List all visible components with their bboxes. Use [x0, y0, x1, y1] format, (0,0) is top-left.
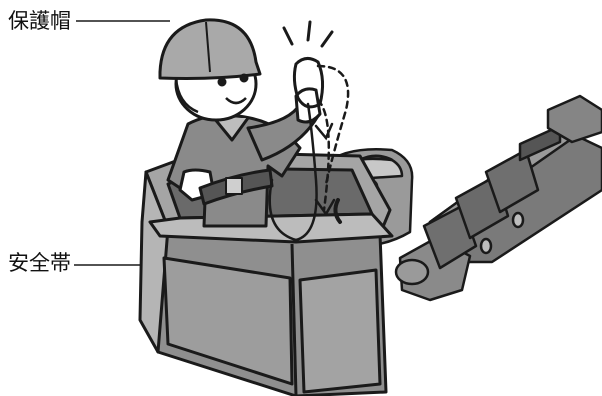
boom-arm: [396, 96, 602, 300]
